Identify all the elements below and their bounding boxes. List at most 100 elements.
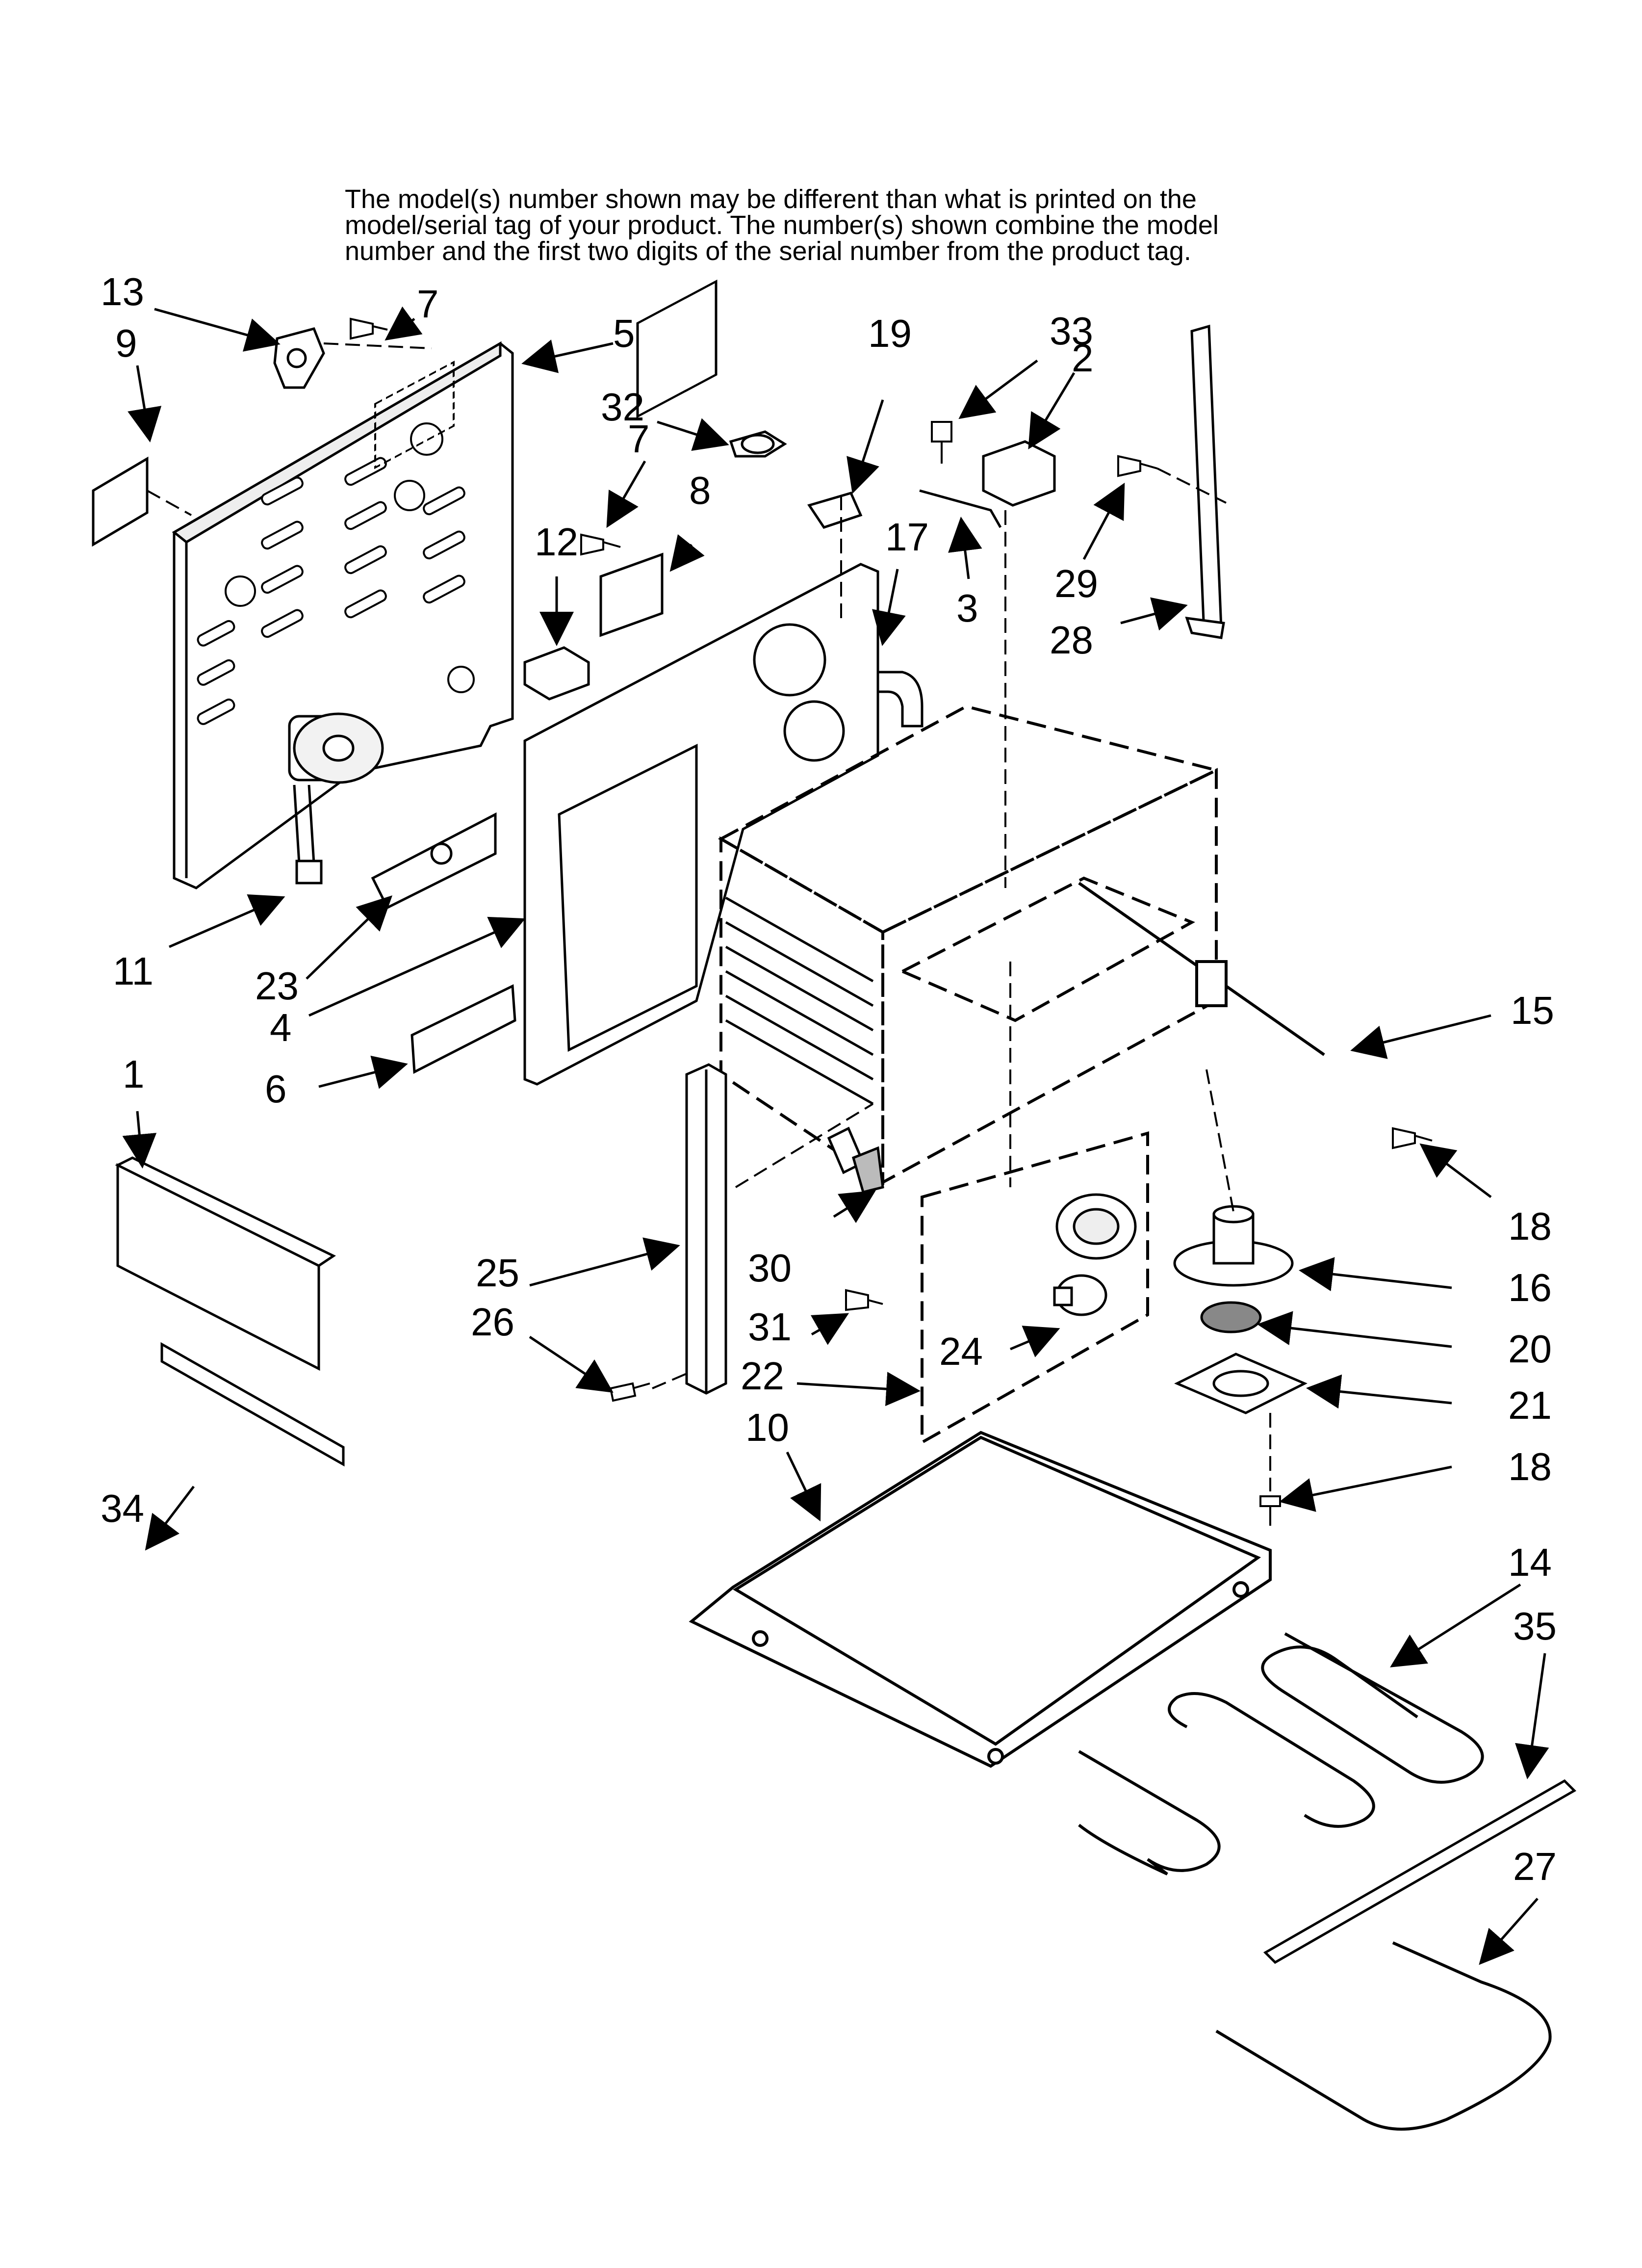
callout-33: 33 [1050, 309, 1093, 353]
callout-7a: 7 [417, 282, 439, 326]
callout-3: 3 [956, 586, 978, 630]
arrow-8 [669, 534, 705, 572]
arrow-3 [948, 517, 982, 579]
vertical-trim [685, 1063, 727, 1395]
callout-4: 4 [270, 1006, 292, 1049]
callout-27: 27 [1513, 1845, 1557, 1888]
callout-15: 15 [1511, 989, 1554, 1032]
cover-plates [371, 812, 516, 1074]
callout-22: 22 [741, 1354, 784, 1398]
rear-panel-vents [197, 361, 475, 725]
arrow-25 [529, 1237, 680, 1287]
callout-6: 6 [265, 1067, 287, 1111]
cavity-side-racks [725, 896, 874, 1105]
arrow-2 [1028, 372, 1076, 450]
arrow-14 [1390, 1583, 1521, 1668]
assembly-guide-lines [147, 342, 1271, 1491]
callout-24: 24 [939, 1330, 983, 1373]
callout-16: 16 [1508, 1266, 1552, 1309]
callout-31: 31 [748, 1305, 792, 1349]
arrow-9 [128, 365, 162, 443]
leader-arrows [122, 306, 1549, 1965]
model-number-note: The model(s) number shown may be differe… [345, 186, 1473, 264]
arrow-18a [1419, 1143, 1492, 1198]
arrow-20 [1257, 1311, 1452, 1348]
arrow-24 [1010, 1326, 1060, 1357]
arrow-28 [1120, 597, 1188, 631]
convection-fan-motor [288, 712, 384, 885]
callout-32: 32 [601, 385, 644, 429]
callout-13: 13 [101, 270, 144, 313]
callout-18b: 18 [1508, 1445, 1552, 1488]
arrow-29 [1082, 482, 1125, 560]
callout-25: 25 [476, 1251, 519, 1295]
note-line-2: model/serial tag of your product. The nu… [345, 210, 1219, 240]
bottom-panel [689, 1431, 1272, 1768]
arrow-1 [122, 1111, 157, 1169]
rear-panel [172, 341, 514, 889]
arrow-19 [847, 399, 884, 494]
arrow-30 [833, 1190, 876, 1224]
screw-18b [1259, 1495, 1281, 1526]
strip-34 [160, 1342, 345, 1467]
callout-10: 10 [745, 1406, 789, 1449]
arrow-33 [958, 359, 1038, 419]
cover-plate-6 [410, 984, 516, 1074]
arrow-34 [145, 1486, 195, 1551]
screw-33 [931, 421, 952, 464]
bracket-8 [599, 552, 664, 637]
callout-11: 11 [113, 949, 154, 993]
callout-12: 12 [535, 520, 578, 564]
arrow-32 [657, 418, 729, 451]
arrow-26 [529, 1335, 614, 1393]
bake-element [1078, 1632, 1484, 1876]
arrow-4 [308, 916, 526, 1017]
small-brackets [523, 430, 787, 701]
callout-14: 14 [1508, 1540, 1552, 1584]
note-line-3: number and the first two digits of the s… [345, 236, 1191, 266]
mounting-rail [1263, 1779, 1577, 1964]
broil-element [1215, 1941, 1552, 2131]
screw-31 [845, 1289, 883, 1311]
arrow-5 [521, 339, 614, 373]
callout-1: 1 [123, 1052, 145, 1096]
screw-7b [580, 533, 621, 556]
callout-26: 26 [471, 1300, 514, 1344]
arrow-23 [306, 895, 393, 980]
callout-30: 30 [748, 1246, 792, 1290]
door-latch-handle [827, 1126, 884, 1194]
door-latch-assembly [273, 327, 325, 389]
callout-2: 2 [1072, 336, 1094, 380]
callout-5: 5 [613, 312, 635, 355]
arrow-35 [1515, 1653, 1549, 1779]
arrow-13 [154, 308, 281, 352]
callout-19: 19 [868, 312, 912, 355]
side-trim [1185, 324, 1225, 639]
arrow-21 [1306, 1374, 1452, 1409]
arrow-31 [810, 1313, 849, 1345]
callout-23: 23 [255, 964, 299, 1008]
callout-29: 29 [1054, 562, 1098, 605]
oven-light [1053, 1193, 1137, 1316]
callout-18a: 18 [1508, 1204, 1552, 1248]
arrow-7b [606, 460, 646, 528]
lower-access-panel [115, 1156, 345, 1467]
callout-17: 17 [885, 515, 929, 559]
screw-7a [350, 317, 388, 340]
support-rod [1078, 882, 1325, 1056]
callout-9: 9 [115, 321, 137, 365]
callout-35: 35 [1513, 1604, 1557, 1648]
screw-26 [609, 1382, 650, 1402]
callout-20: 20 [1508, 1327, 1552, 1371]
arrow-11 [169, 894, 285, 948]
arrow-6 [318, 1055, 408, 1089]
arrow-15 [1350, 1014, 1491, 1059]
insulation-cover [92, 456, 149, 547]
callout-7b: 7 [628, 417, 650, 461]
arrow-18b [1279, 1465, 1452, 1512]
screw-29 [1117, 455, 1158, 477]
vent-assembly [1173, 1205, 1308, 1414]
arrow-22 [796, 1372, 921, 1407]
screw-18a [1392, 1127, 1433, 1149]
